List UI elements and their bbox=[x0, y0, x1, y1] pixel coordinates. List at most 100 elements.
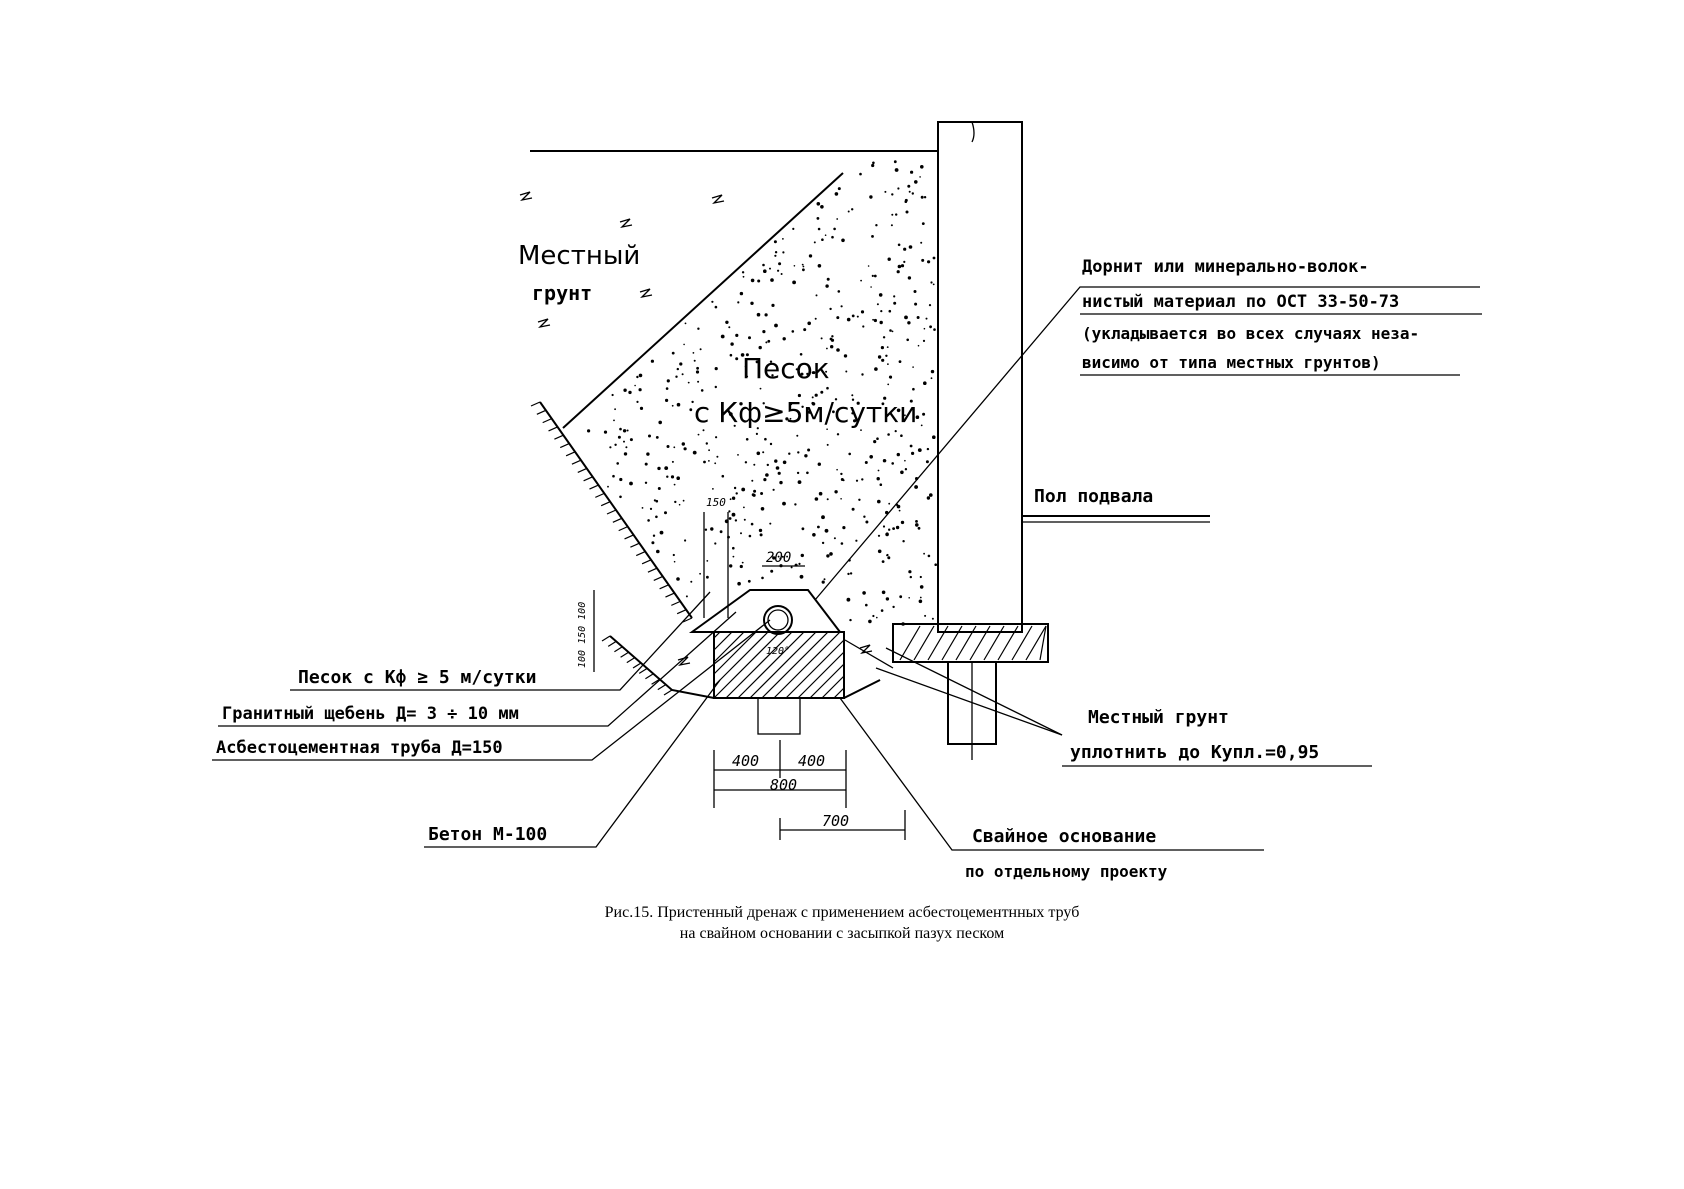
sand-dot bbox=[814, 317, 817, 320]
sand-dot bbox=[907, 276, 912, 280]
sand-dot bbox=[681, 442, 685, 446]
concrete-hatch-line bbox=[761, 631, 829, 699]
sand-dot bbox=[833, 227, 836, 231]
sand-dot bbox=[687, 381, 690, 384]
caption-line-1: Рис.15. Пристенный дренаж с применением … bbox=[604, 904, 1080, 921]
sand-dot bbox=[774, 323, 778, 328]
wall-break-mark bbox=[971, 121, 975, 143]
sand-dot bbox=[729, 353, 733, 357]
sand-dot bbox=[920, 424, 923, 427]
sand-dot bbox=[794, 503, 797, 506]
sand-dot bbox=[914, 485, 918, 489]
sand-dot bbox=[765, 473, 769, 477]
sand-dot bbox=[750, 522, 754, 526]
sand-dot bbox=[692, 352, 695, 354]
sand-dot bbox=[896, 408, 901, 413]
sand-dot bbox=[816, 217, 820, 220]
sand-dot bbox=[804, 454, 808, 458]
sand-dot bbox=[836, 218, 839, 220]
sand-dot bbox=[846, 597, 851, 602]
sand-dot bbox=[603, 430, 608, 434]
sand-dot bbox=[657, 466, 661, 471]
sand-dot bbox=[671, 460, 674, 463]
sand-dot bbox=[782, 238, 784, 240]
sand-dot bbox=[902, 540, 905, 543]
slope-hatch-tick bbox=[589, 484, 599, 490]
sand-dot bbox=[741, 487, 746, 492]
sand-dot bbox=[814, 497, 819, 501]
sand-dot bbox=[801, 263, 804, 266]
sand-dot bbox=[666, 475, 669, 478]
slope-hatch-tick bbox=[536, 409, 547, 415]
sand-dot bbox=[820, 205, 824, 209]
sand-dot bbox=[739, 564, 743, 569]
sand-dot bbox=[876, 616, 878, 619]
sand-dot bbox=[830, 345, 834, 349]
sand-dot bbox=[869, 455, 873, 459]
sand-dot bbox=[908, 597, 910, 599]
sand-dot bbox=[891, 330, 894, 333]
sand-dot bbox=[851, 208, 854, 211]
sand-dot bbox=[881, 560, 885, 563]
sand-dot bbox=[806, 471, 809, 475]
sand-dot bbox=[802, 265, 805, 268]
sand-dot bbox=[755, 360, 759, 364]
sand-dot bbox=[887, 433, 890, 436]
sand-dot bbox=[683, 447, 687, 451]
concrete-hatch-line bbox=[773, 631, 841, 699]
sand-dot bbox=[765, 341, 768, 344]
sand-dot bbox=[826, 443, 829, 446]
slope-hatch-tick bbox=[577, 467, 588, 474]
sand-dot bbox=[821, 580, 825, 584]
concrete-hatch-line bbox=[797, 651, 845, 699]
sand-dot bbox=[922, 339, 926, 342]
sand-dot bbox=[873, 440, 877, 444]
sand-dot bbox=[699, 348, 702, 351]
sand-dot bbox=[799, 353, 803, 356]
sand-dot bbox=[817, 462, 821, 466]
sand-dot bbox=[932, 256, 936, 260]
sand-dot bbox=[826, 277, 830, 281]
sand-dot bbox=[706, 408, 709, 411]
sand-dot bbox=[740, 532, 742, 535]
dim-150-text: 150 bbox=[706, 496, 726, 509]
sand-dot bbox=[659, 530, 664, 535]
sand-dot bbox=[875, 224, 878, 227]
sand-dot bbox=[927, 554, 931, 558]
sand-dot bbox=[653, 499, 657, 502]
sand-dot bbox=[731, 512, 736, 517]
sand-dot bbox=[808, 254, 813, 258]
soil-symbols bbox=[519, 191, 873, 667]
sand-dot bbox=[684, 539, 687, 542]
sand-dot bbox=[634, 384, 636, 387]
sand-dot bbox=[903, 247, 907, 251]
sand-dot bbox=[879, 483, 883, 487]
grillage-hatch-line bbox=[941, 625, 963, 661]
sand-dot bbox=[885, 532, 889, 536]
sand-dot bbox=[611, 393, 614, 397]
sand-dot bbox=[762, 451, 765, 454]
sand-dot bbox=[612, 474, 615, 478]
sand-dot bbox=[836, 348, 840, 352]
sand-dot bbox=[860, 429, 862, 431]
grillage-hatch-line bbox=[983, 625, 1005, 661]
sand-dot bbox=[914, 180, 918, 184]
sand-dot bbox=[678, 503, 681, 506]
sand-dot bbox=[855, 479, 859, 482]
sand-dot bbox=[739, 291, 744, 296]
sand-dot bbox=[728, 326, 731, 329]
label-pile-1: Свайное основание bbox=[972, 826, 1156, 847]
sand-dot bbox=[697, 380, 700, 383]
sand-dot bbox=[879, 320, 883, 325]
sand-dot bbox=[644, 481, 648, 484]
sand-dot bbox=[856, 401, 860, 405]
sand-dot bbox=[897, 243, 901, 247]
sand-dot bbox=[761, 576, 764, 580]
sand-dot bbox=[840, 498, 842, 500]
sand-dot bbox=[882, 459, 887, 463]
grillage-hatch-line bbox=[1039, 625, 1047, 661]
slope-hatch-tick bbox=[559, 442, 570, 449]
figure-caption: Рис.15. Пристенный дренаж с применением … bbox=[0, 902, 1684, 944]
sand-dot bbox=[735, 492, 738, 495]
sand-dot bbox=[641, 507, 644, 509]
